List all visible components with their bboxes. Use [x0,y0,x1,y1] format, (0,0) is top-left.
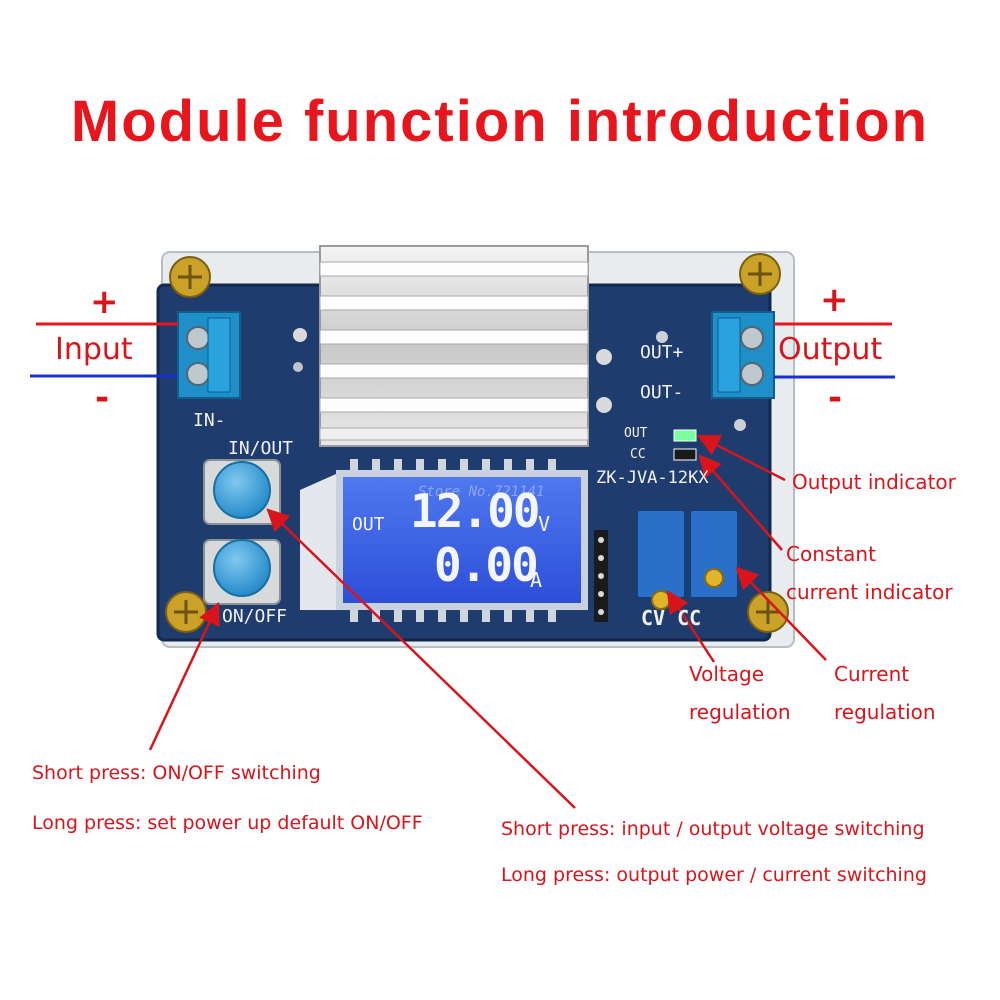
cc-potentiometer [689,509,739,599]
silk-in-out: IN/OUT [228,438,294,459]
watermark: Store No.721141 [418,484,545,500]
lcd-current-unit: A [530,568,543,592]
inout-short-press-label: Short press: input / output voltage swit… [501,818,925,840]
output-indicator-arrow [696,434,786,482]
screw-icon [165,591,207,633]
silk-out-plus: OUT+ [640,342,684,363]
screw-icon [747,591,789,633]
on-off-button [203,539,281,605]
silk-cv-cc: CV CC [641,606,702,630]
on-off-arrow [148,601,220,751]
voltage-regulation-label-1: Voltage [689,662,765,686]
silk-in-minus: IN- [193,410,226,431]
current-regulation-label-2: regulation [834,700,936,724]
voltage-regulation-label-2: regulation [689,700,791,724]
voltage-regulation-arrow [666,590,716,663]
input-label: Input [55,332,133,367]
cv-potentiometer [636,509,686,610]
out-led [673,429,697,442]
silk-out-led: OUT [624,426,648,441]
silk-cc-led: CC [630,447,646,462]
input-terminal-block [177,311,241,399]
constant-current-label-2: current indicator [786,580,953,604]
output-minus-label: - [828,378,843,418]
current-regulation-label-1: Current [834,662,910,686]
output-plus-label: + [820,280,849,320]
lcd-voltage: 12.00 [410,484,540,538]
output-indicator-label: Output indicator [792,470,956,494]
silk-model: ZK-JVA-12KX [596,468,709,488]
onoff-long-press-label: Long press: set power up default ON/OFF [32,812,423,834]
pin-header [594,530,608,622]
lcd-current: 0.00 [434,538,539,592]
output-terminal-block [711,311,775,399]
silk-out-minus: OUT- [640,382,684,403]
output-label: Output [778,332,883,367]
cc-led [673,448,697,461]
screw-icon [739,253,781,295]
cc-indicator-arrow [698,454,783,551]
lcd-mode: OUT [352,514,385,535]
input-minus-label: - [95,378,110,418]
silk-on-off: ON/OFF [222,606,288,627]
screw-icon [169,256,211,298]
lcd-voltage-unit: V [538,512,551,536]
lcd-screen [343,477,581,603]
inout-long-press-label: Long press: output power / current switc… [501,864,927,886]
heatsink [319,245,589,447]
in-out-button [203,459,281,525]
onoff-short-press-label: Short press: ON/OFF switching [32,762,321,784]
constant-current-label-1: Constant [786,542,876,566]
in-out-arrow [266,508,576,809]
current-regulation-arrow [735,566,827,661]
page-title: Module function introduction [70,89,930,154]
input-plus-label: + [90,282,119,322]
